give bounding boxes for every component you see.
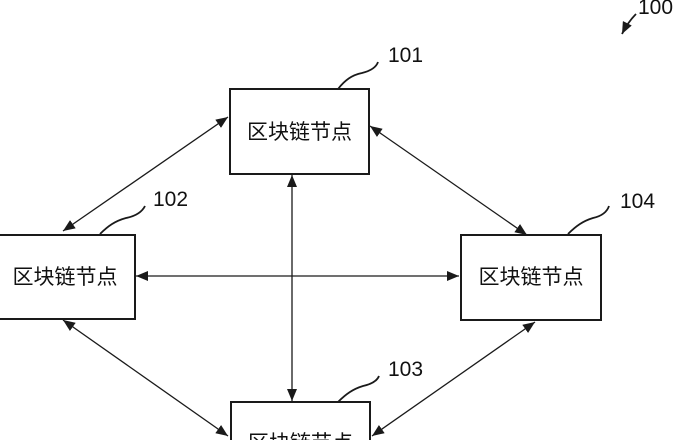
leader-line xyxy=(337,375,380,403)
figure-ref-number: 100 xyxy=(638,0,673,19)
figure-ref-group: 100 xyxy=(621,0,673,35)
node-104: 区块链节点 104 xyxy=(460,190,655,321)
node-label: 区块链节点 xyxy=(13,265,118,289)
leader-line xyxy=(99,205,146,235)
node-label: 区块链节点 xyxy=(479,265,584,289)
edge-104-103 xyxy=(371,321,536,437)
node-ref-number: 103 xyxy=(388,358,423,381)
node-box xyxy=(230,401,371,440)
figure-ref-arrow xyxy=(621,13,637,35)
node-103: 区块链节点 103 xyxy=(230,358,423,440)
node-box xyxy=(460,234,602,321)
node-label: 区块链节点 xyxy=(247,120,352,144)
node-ref-number: 104 xyxy=(620,190,655,213)
node-box xyxy=(0,234,136,320)
edge-101-104 xyxy=(369,125,528,236)
node-102: 区块链节点 102 xyxy=(0,188,188,320)
leader-line xyxy=(337,61,379,90)
edge-101-102 xyxy=(62,116,229,232)
node-ref-number: 102 xyxy=(153,188,188,211)
node-box xyxy=(229,88,370,175)
node-ref-number: 101 xyxy=(388,44,423,67)
node-101: 区块链节点 101 xyxy=(229,44,423,175)
node-label: 区块链节点 xyxy=(248,431,353,440)
edge-102-103 xyxy=(62,319,229,437)
leader-line xyxy=(567,205,610,235)
